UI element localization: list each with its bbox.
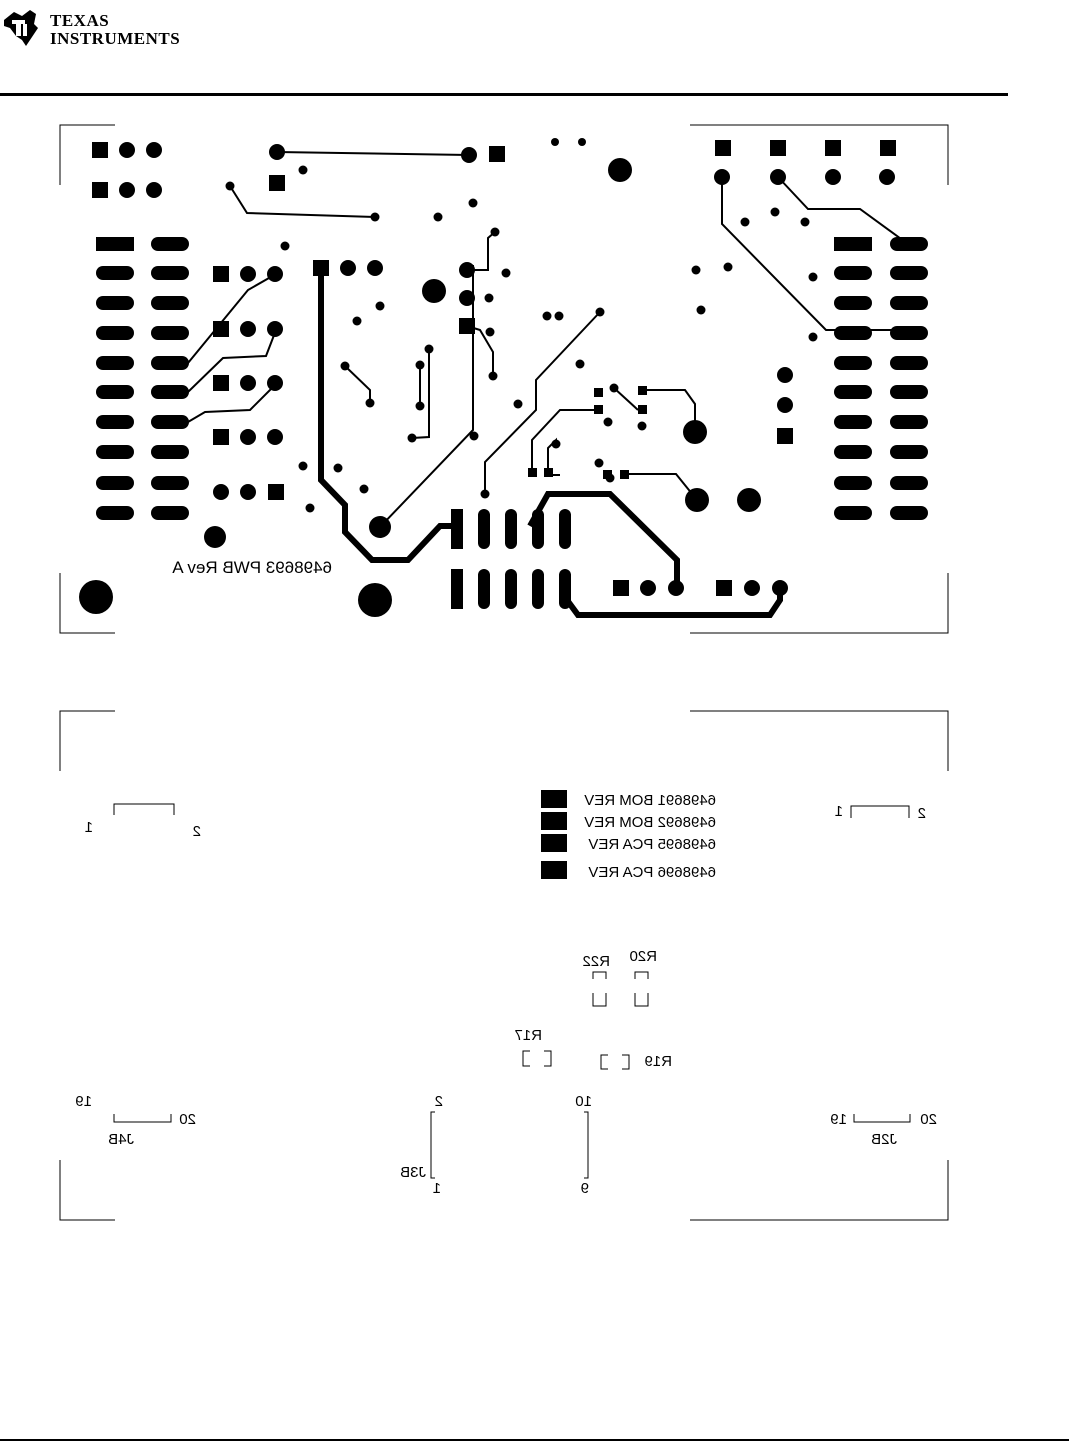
ti-logo: Texas Instruments — [0, 6, 200, 50]
square-pads — [92, 140, 896, 596]
left-conn-pin-1: 1 — [85, 819, 93, 836]
j3b-name: J3B — [400, 1164, 426, 1181]
bom-marker-boxes — [541, 790, 567, 879]
right-header-pads — [834, 237, 928, 520]
r22-label: R22 — [582, 953, 610, 970]
logo-line-2: Instruments — [50, 29, 181, 48]
j3-pads — [451, 509, 571, 609]
thick-traces — [318, 268, 783, 618]
bom-label-1: 6498691 BOM REV — [584, 792, 716, 809]
bom-label-2: 6498692 BOM REV — [584, 814, 716, 831]
logo-wordmark: Texas Instruments — [50, 12, 180, 48]
r19-label: R19 — [644, 1053, 672, 1070]
left-header-pads — [96, 237, 189, 520]
footer-rule — [0, 1439, 1069, 1441]
silk-panel — [59, 710, 949, 1221]
j3b-pin-9: 9 — [581, 1180, 589, 1197]
bom-label-4: 6498696 PCA REV — [588, 864, 716, 881]
j2b-pin-19: 19 — [830, 1111, 847, 1128]
round-pads — [79, 142, 895, 617]
j2b-name: J2B — [871, 1131, 897, 1148]
pwb-label: 6498693 PWB Rev A — [172, 558, 332, 577]
vias — [225, 138, 818, 513]
j3b-pin-10: 10 — [575, 1093, 592, 1110]
r20-label: R20 — [629, 948, 657, 965]
header-rule — [0, 93, 1008, 96]
right-conn-pin-2: 2 — [918, 805, 926, 822]
j4b-pin-20: 20 — [179, 1111, 196, 1128]
left-conn-pin-2: 2 — [193, 823, 201, 840]
j2b-pin-20: 20 — [920, 1111, 937, 1128]
j3b-pin-1: 1 — [433, 1180, 441, 1197]
r17-label: R17 — [514, 1027, 542, 1044]
bom-label-3: 6498695 PCA REV — [588, 836, 716, 853]
j4b-name: J4B — [108, 1131, 134, 1148]
ti-logo-icon — [4, 10, 38, 46]
j4b-pin-19: 19 — [75, 1093, 92, 1110]
j3b-pin-2: 2 — [435, 1093, 443, 1110]
logo-line-1: Texas — [50, 11, 110, 30]
silk-text: 6498691 BOM REV 6498692 BOM REV 6498695 … — [75, 792, 937, 1197]
right-conn-pin-1: 1 — [835, 803, 843, 820]
bottom-layer-panel — [59, 124, 949, 634]
